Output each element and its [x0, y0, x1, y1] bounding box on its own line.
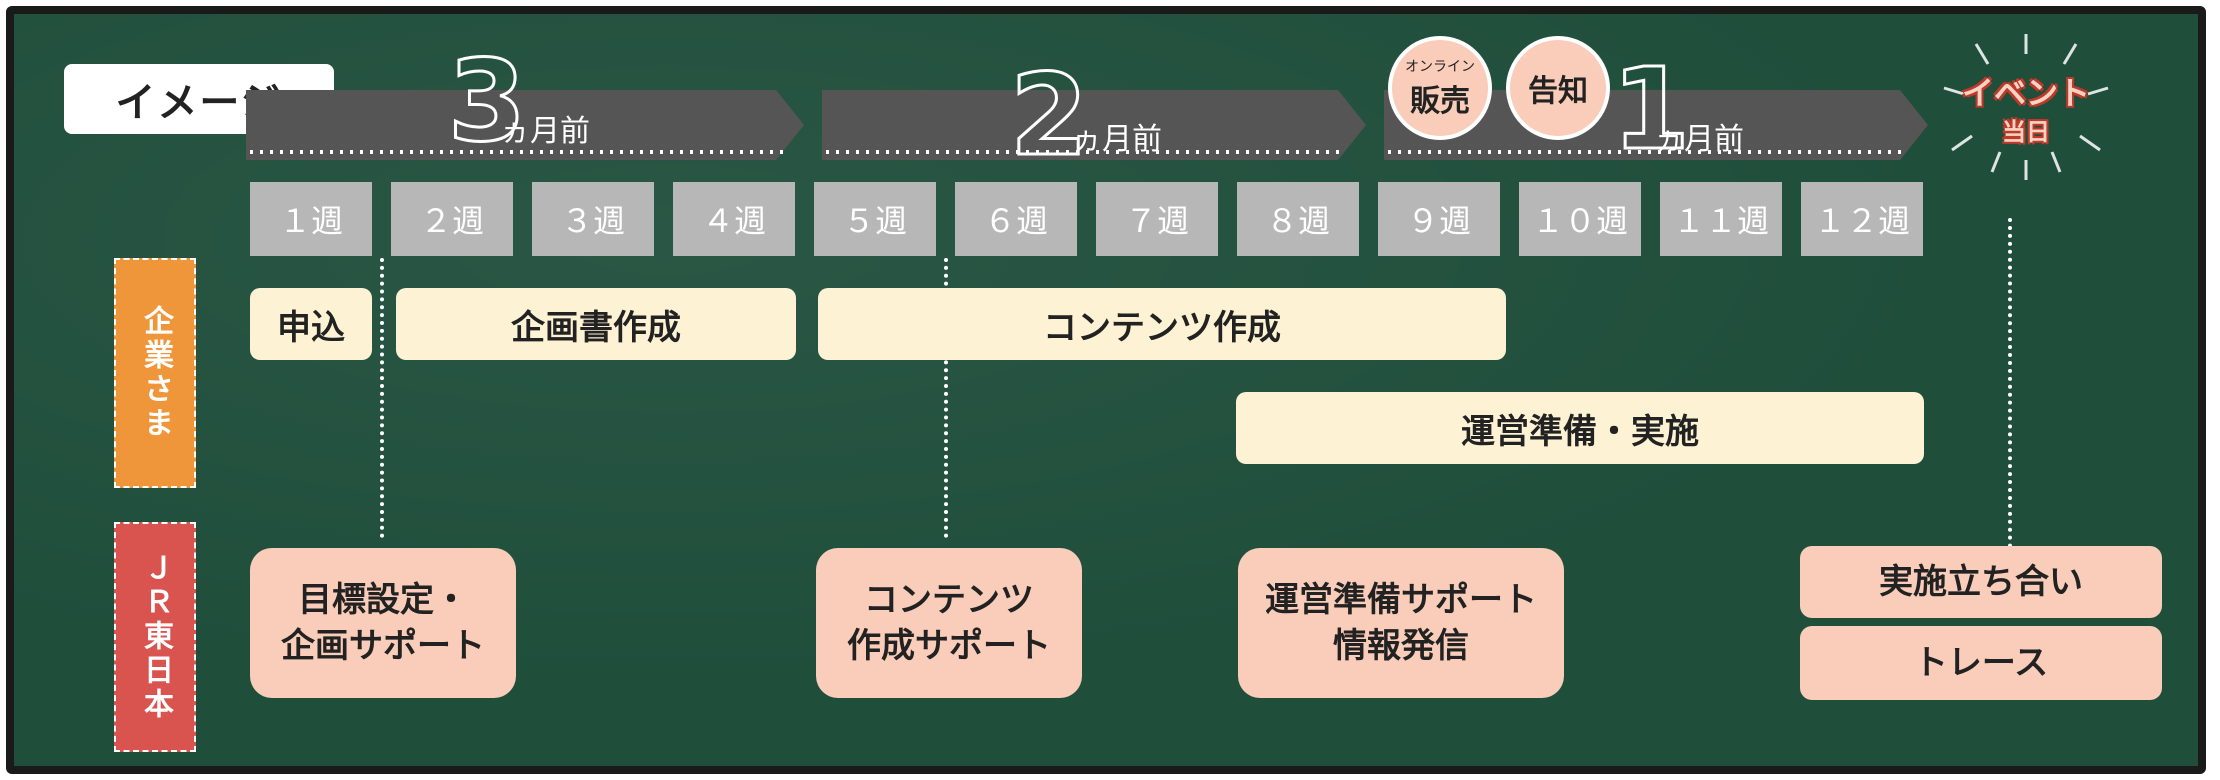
burst-icon [1943, 34, 2109, 180]
jr-task-trace: トレース [1800, 626, 2162, 700]
jr-task-attendance: 実施立ち合い [1800, 546, 2162, 618]
week-box: １２週 [1801, 182, 1923, 256]
week-box: ７週 [1096, 182, 1218, 256]
week-box: ６週 [955, 182, 1077, 256]
jr-task-content-support-line2: 作成サポート [847, 626, 1051, 666]
milestone-online-sale-small: オンライン [1405, 59, 1475, 75]
jr-task-operation-support-line2: 情報発信 [1333, 626, 1469, 666]
client-task-content: コンテンツ作成 [818, 288, 1506, 360]
jr-task-content-support: コンテンツ 作成サポート [816, 548, 1082, 698]
week-box: ２週 [391, 182, 513, 256]
jr-task-attendance-label: 実施立ち合い [1879, 562, 2083, 602]
client-task-planning: 企画書作成 [396, 288, 796, 360]
week-box: ４週 [673, 182, 795, 256]
jr-task-operation-support: 運営準備サポート 情報発信 [1238, 548, 1564, 698]
chalkboard: イメージ 3 2 1 ヵ月前 ヵ月前 ヵ月前 オンライン 販売 告知 [6, 6, 2206, 774]
month-arrow-3 [246, 90, 804, 160]
guide-line-week4 [944, 258, 948, 538]
jr-task-operation-support-line1: 運営準備サポート [1265, 580, 1537, 620]
month-arrow-2 [822, 90, 1366, 160]
jr-task-trace-label: トレース [1913, 643, 2049, 683]
client-task-operation: 運営準備・実施 [1236, 392, 1924, 464]
milestone-announcement-label: 告知 [1528, 74, 1588, 109]
milestone-announcement: 告知 [1506, 36, 1610, 140]
jr-task-goal-planning-line2: 企画サポート [281, 626, 485, 666]
event-day-marker: イベント 当日 [1936, 32, 2116, 182]
month-number-1: 1 [1612, 45, 1690, 175]
role-jr: ＪＲ東日本 [114, 522, 196, 752]
month-number-3: 3 [448, 37, 526, 167]
event-day-main: イベント [1961, 74, 2090, 112]
event-day-sub: 当日 [2002, 118, 2050, 146]
month-label-3: ヵ月前 [500, 114, 590, 149]
jr-task-goal-planning-line1: 目標設定・ [298, 580, 468, 620]
week-box: ５週 [814, 182, 936, 256]
week-box: １週 [250, 182, 372, 256]
week-box: ３週 [532, 182, 654, 256]
week-box: １１週 [1660, 182, 1782, 256]
role-client: 企業さま [114, 258, 196, 488]
milestone-online-sale: オンライン 販売 [1388, 36, 1492, 140]
guide-line-event [2008, 218, 2012, 548]
milestone-online-sale-main: 販売 [1410, 84, 1470, 119]
month-label-1: ヵ月前 [1654, 122, 1744, 157]
month-label-2: ヵ月前 [1072, 122, 1162, 157]
guide-line-week1 [380, 258, 384, 538]
month-number-2: 2 [1010, 51, 1088, 181]
client-task-application: 申込 [250, 288, 372, 360]
week-box: １０週 [1519, 182, 1641, 256]
jr-task-goal-planning: 目標設定・ 企画サポート [250, 548, 516, 698]
jr-task-content-support-line1: コンテンツ [864, 580, 1034, 620]
week-box: ９週 [1378, 182, 1500, 256]
week-box: ８週 [1237, 182, 1359, 256]
